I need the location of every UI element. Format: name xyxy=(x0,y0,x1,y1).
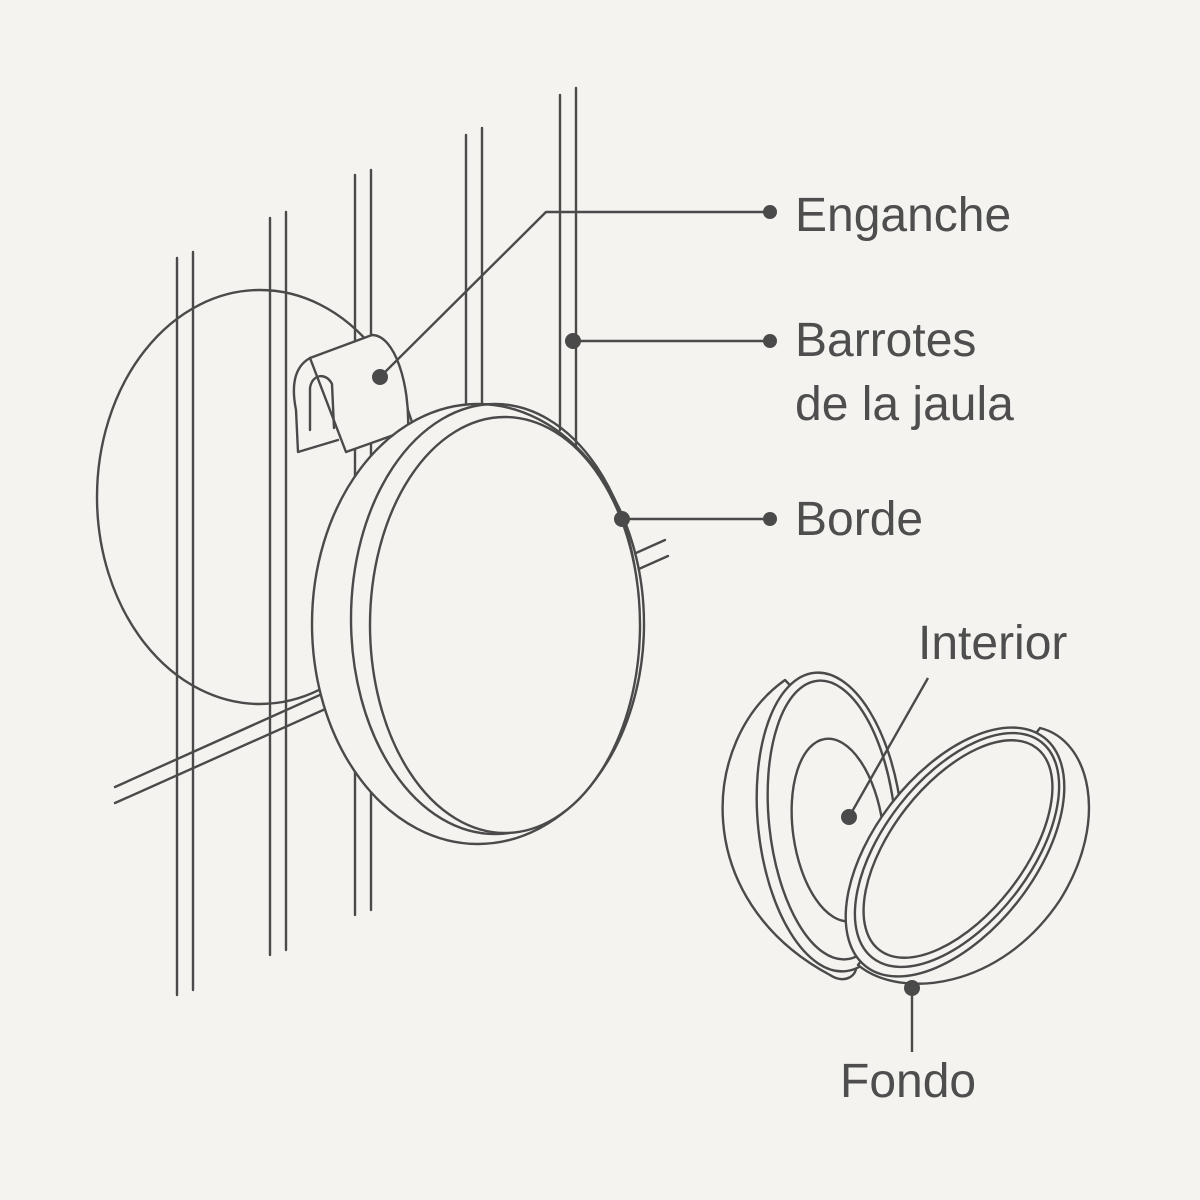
label-interior: Interior xyxy=(918,617,1068,670)
leader-dot xyxy=(763,512,777,526)
leader-dot xyxy=(614,511,630,527)
hook xyxy=(292,333,410,454)
label-enganche: Enganche xyxy=(795,189,1012,242)
enganche-leader xyxy=(379,210,770,378)
leader-dot xyxy=(841,809,857,825)
lid-rim-inner xyxy=(862,739,1054,959)
leader-dot xyxy=(904,980,920,996)
label-barrotes-line2: de la jaula xyxy=(795,378,1014,431)
cage-bars xyxy=(175,86,578,997)
leader-dot xyxy=(763,334,777,348)
leader-dot xyxy=(565,333,581,349)
label-borde: Borde xyxy=(795,493,924,546)
lid-rim-mid xyxy=(853,731,1061,969)
open-feeder-lid xyxy=(844,726,1091,985)
front-feeder-cup xyxy=(310,402,646,846)
leader-dots xyxy=(372,205,920,996)
leader-dot xyxy=(372,369,388,385)
front-cup-rim-inner xyxy=(368,415,642,835)
label-fondo: Fondo xyxy=(840,1055,977,1108)
label-barrotes-line1: Barrotes xyxy=(795,314,977,367)
interior-leader xyxy=(847,677,930,818)
leader-dot xyxy=(763,205,777,219)
